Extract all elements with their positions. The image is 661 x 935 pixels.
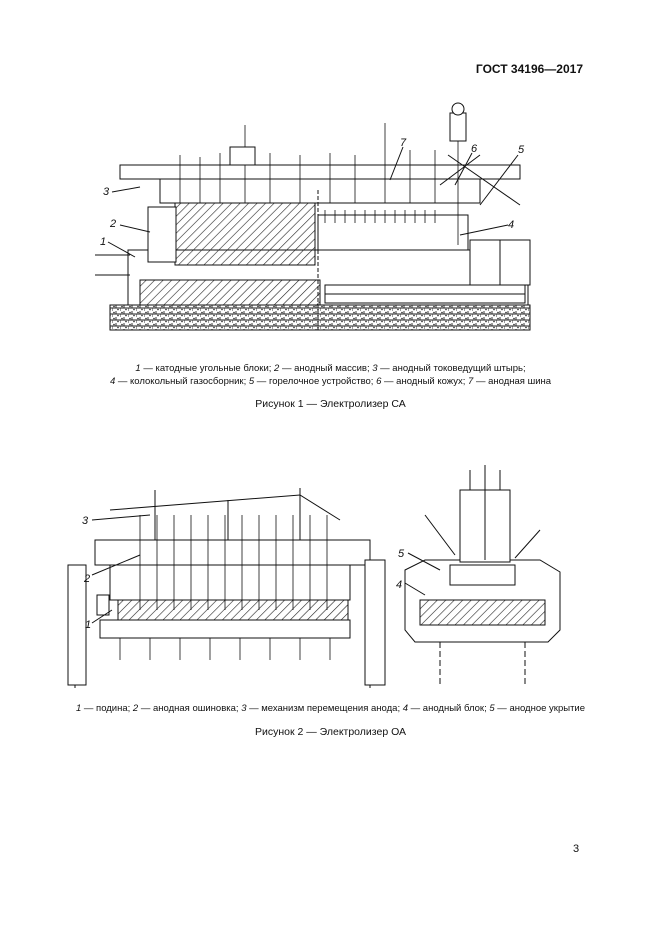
fig2-label-3: 3 [82, 515, 89, 527]
fig2-label-2: 2 [83, 573, 90, 585]
figure-2-title: Рисунок 2 — Электролизер ОА [254, 726, 407, 738]
fig1-label-2: 2 [109, 218, 116, 230]
figure-1-legend-line-1: 1 — катодные угольные блоки; 2 — анодный… [135, 363, 526, 374]
figure-1-legend-line-2: 4 — колокольный газосборник; 5 — горелоч… [109, 376, 552, 387]
figure-2-legend-line-1: 1 — подина; 2 — анодная ошиновка; 3 — ме… [75, 703, 586, 714]
document-code: ГОСТ 34196—2017 [475, 62, 583, 76]
fig1-label-6: 6 [471, 143, 478, 155]
fig1-label-7: 7 [400, 137, 407, 149]
fig1-label-3: 3 [103, 186, 110, 198]
fig2-label-5: 5 [398, 548, 405, 560]
fig1-label-5: 5 [518, 144, 525, 156]
figure-1-drawing: 1 2 3 7 6 5 4 [95, 102, 531, 331]
figure-2-drawing: 3 2 1 5 4 [67, 465, 561, 690]
fig1-label-1: 1 [100, 236, 106, 248]
fig2-label-1: 1 [85, 619, 91, 631]
figure-1-legend: 1 — катодные угольные блоки; 2 — анодный… [0, 362, 661, 388]
figure-1-title: Рисунок 1 — Электролизер СА [255, 398, 406, 410]
fig2-label-4: 4 [396, 579, 402, 591]
fig1-label-4: 4 [508, 219, 514, 231]
page-number: 3 [573, 843, 580, 855]
figure-2-legend: 1 — подина; 2 — анодная ошиновка; 3 — ме… [0, 702, 661, 715]
